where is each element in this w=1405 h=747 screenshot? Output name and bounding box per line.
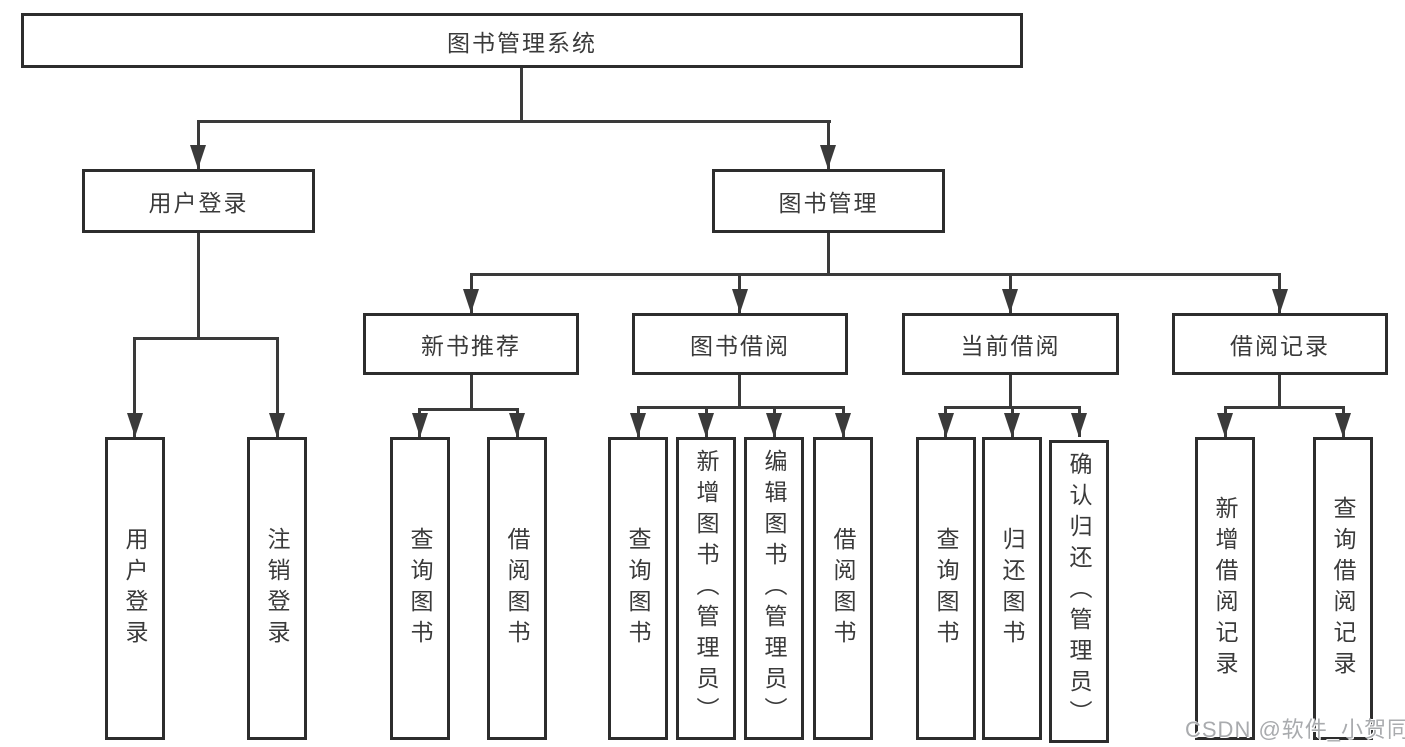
connector-line bbox=[470, 273, 1281, 276]
leaf-query-book-recommend: 查询图书 bbox=[390, 437, 450, 740]
leaf-borrow-book-borrow: 借阅图书 bbox=[813, 437, 873, 740]
arrowhead-down-icon bbox=[820, 145, 836, 169]
arrowhead-down-icon bbox=[698, 413, 714, 437]
leaf-logout-action: 注销登录 bbox=[247, 437, 307, 740]
connector-line bbox=[1278, 375, 1281, 406]
connector-line bbox=[133, 337, 279, 340]
leaf-query-book-borrow: 查询图书 bbox=[608, 437, 668, 740]
connector-line bbox=[827, 120, 830, 169]
arrowhead-down-icon bbox=[732, 289, 748, 313]
arrowhead-down-icon bbox=[766, 413, 782, 437]
arrowhead-down-icon bbox=[190, 145, 206, 169]
node-new-book-recommend: 新书推荐 bbox=[363, 313, 579, 375]
connector-line bbox=[418, 408, 519, 411]
connector-line bbox=[637, 406, 845, 409]
arrowhead-down-icon bbox=[1272, 289, 1288, 313]
connector-line bbox=[197, 120, 831, 123]
arrowhead-down-icon bbox=[938, 413, 954, 437]
arrowhead-down-icon bbox=[127, 413, 143, 437]
connector-line bbox=[827, 233, 830, 273]
connector-line bbox=[197, 233, 200, 337]
connector-line bbox=[1009, 375, 1012, 406]
connector-line bbox=[197, 120, 200, 169]
leaf-add-book-admin: 新增图书（管理员） bbox=[676, 437, 736, 740]
node-book-borrow: 图书借阅 bbox=[632, 313, 848, 375]
csdn-watermark: CSDN @软件_小贺同学 bbox=[1185, 717, 1405, 742]
arrowhead-down-icon bbox=[269, 413, 285, 437]
node-root-library-system: 图书管理系统 bbox=[21, 13, 1023, 68]
arrowhead-down-icon bbox=[1217, 413, 1233, 437]
node-borrow-records: 借阅记录 bbox=[1172, 313, 1388, 375]
leaf-query-borrow-record: 查询借阅记录 bbox=[1313, 437, 1373, 740]
connector-line bbox=[520, 68, 523, 120]
arrowhead-down-icon bbox=[412, 413, 428, 437]
arrowhead-down-icon bbox=[1335, 413, 1351, 437]
leaf-confirm-return-admin: 确认归还（管理员） bbox=[1049, 440, 1109, 743]
arrowhead-down-icon bbox=[1002, 289, 1018, 313]
arrowhead-down-icon bbox=[630, 413, 646, 437]
arrowhead-down-icon bbox=[509, 413, 525, 437]
connector-line bbox=[738, 375, 741, 406]
leaf-query-book-current: 查询图书 bbox=[916, 437, 976, 740]
leaf-edit-book-admin: 编辑图书（管理员） bbox=[744, 437, 804, 740]
arrowhead-down-icon bbox=[835, 413, 851, 437]
arrowhead-down-icon bbox=[1071, 413, 1087, 437]
leaf-return-book: 归还图书 bbox=[982, 437, 1042, 740]
leaf-user-login-action: 用户登录 bbox=[105, 437, 165, 740]
arrowhead-down-icon bbox=[1004, 413, 1020, 437]
node-user-login: 用户登录 bbox=[82, 169, 315, 233]
arrowhead-down-icon bbox=[463, 289, 479, 313]
connector-line bbox=[470, 375, 473, 408]
connector-line bbox=[1224, 406, 1345, 409]
connector-line bbox=[276, 337, 279, 437]
leaf-add-borrow-record: 新增借阅记录 bbox=[1195, 437, 1255, 740]
node-book-management: 图书管理 bbox=[712, 169, 945, 233]
connector-line bbox=[133, 337, 136, 437]
leaf-borrow-book-recommend: 借阅图书 bbox=[487, 437, 547, 740]
node-current-borrow: 当前借阅 bbox=[902, 313, 1119, 375]
